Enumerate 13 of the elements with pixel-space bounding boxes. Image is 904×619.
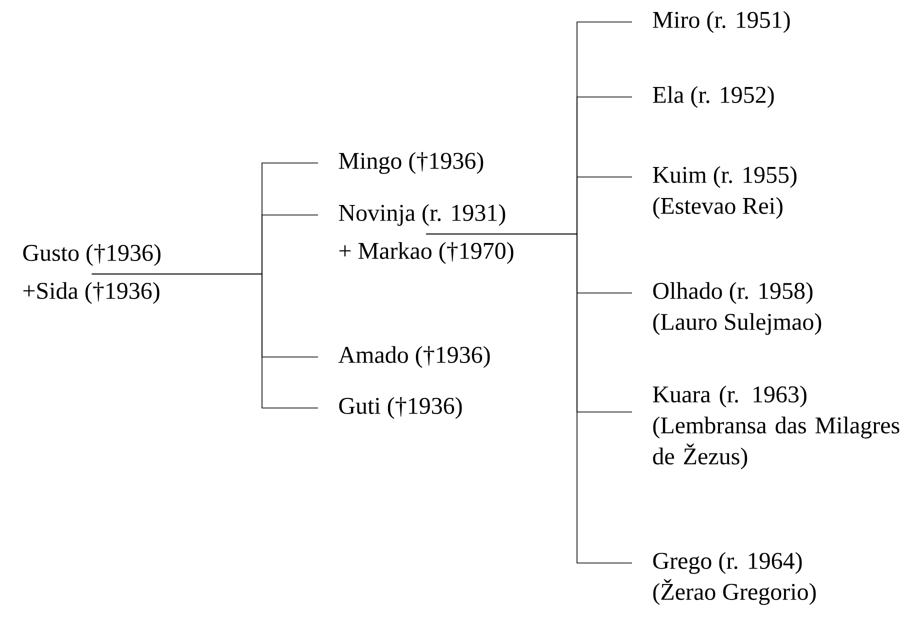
person-name: Novinja (r. 1931) + Markao (†1970): [338, 204, 514, 264]
person-name: Gusto (†1936) +Sida (†1936): [23, 244, 160, 304]
person-name: Olhado (r. 1958) (Lauro Sulejmao): [653, 282, 822, 335]
person-name: Kuara (r. 1963) (Lembransa das Milagres de Žezus): [652, 386, 900, 470]
person-name: Amado (†1936): [338, 346, 490, 368]
person-name: Kuim (r. 1955) (Estevao Rei): [652, 166, 796, 219]
tree-line: [426, 234, 632, 564]
person-name: Grego (r. 1964) (Žerao Gregorio): [653, 552, 816, 605]
person-name: Miro (r. 1951): [652, 11, 790, 33]
tree-line: [91, 274, 318, 408]
person-name: Mingo (†1936): [338, 152, 484, 174]
person-name: Ela (r. 1952): [652, 86, 774, 108]
person-name: Guti (†1936): [339, 397, 462, 419]
